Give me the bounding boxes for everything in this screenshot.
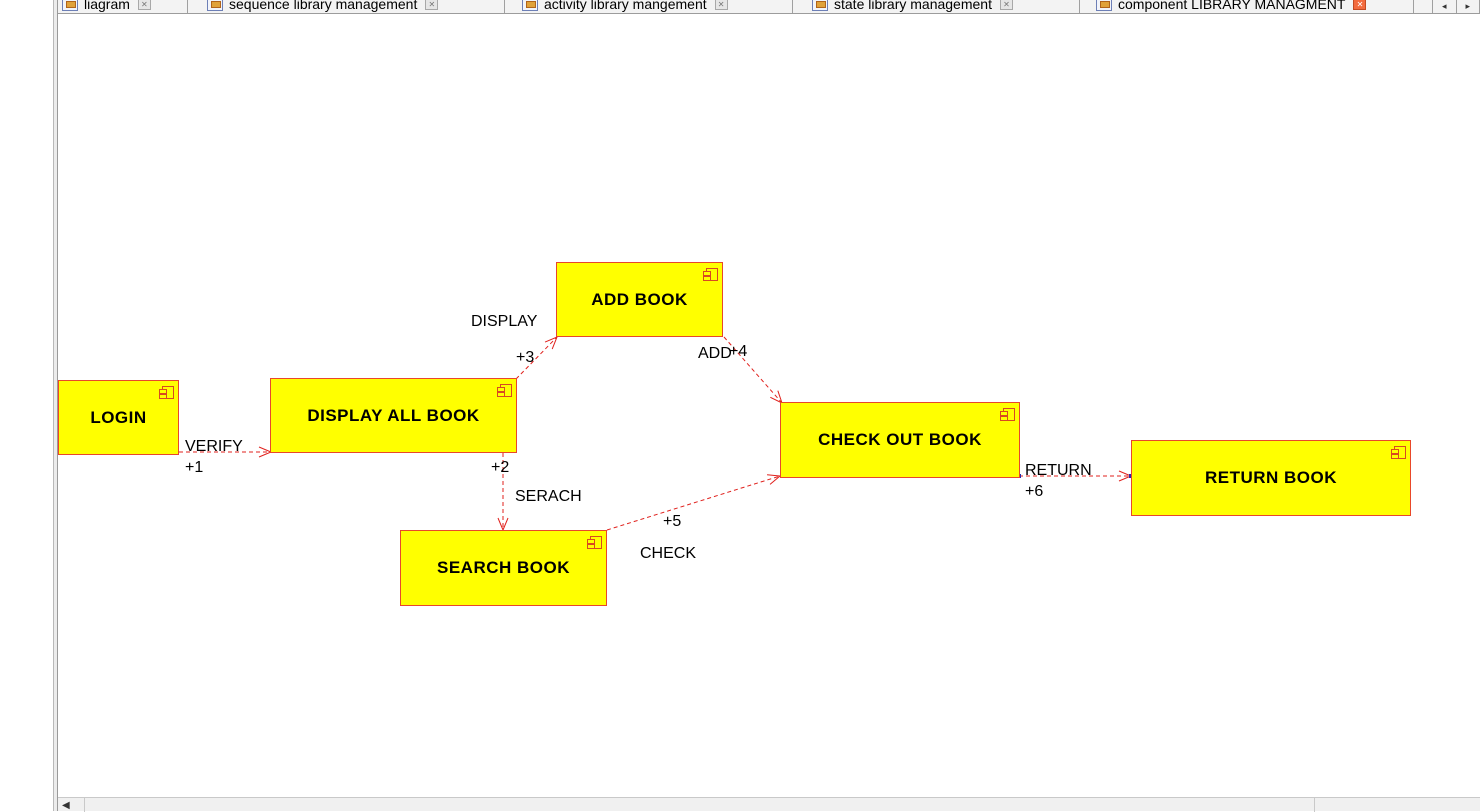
component-diagram-icon [1096,0,1112,11]
diagram-icon [62,0,78,11]
connector-name-serach: SERACH [515,488,582,506]
tab-label: sequence library management [229,0,417,12]
tab-diagram[interactable]: liagram ✕ [58,0,188,14]
tab-label: component LIBRARY MANAGMENT [1118,0,1345,12]
tab-navigation: ◂ ▸ [1432,0,1480,14]
tab-activity-library-mangement[interactable]: activity library mangement ✕ [518,0,793,14]
tab-label: activity library mangement [544,0,707,12]
component-label: ADD BOOK [591,290,688,310]
component-label: LOGIN [90,408,146,428]
component-search-book[interactable]: SEARCH BOOK [400,530,607,606]
connector-number-add: +4 [729,343,747,361]
component-return-book[interactable]: RETURN BOOK [1131,440,1411,516]
close-icon[interactable]: ✕ [1000,0,1013,10]
connector-number-display: +3 [516,349,534,367]
component-icon [1394,446,1406,459]
connector-number-check: +5 [663,513,681,531]
tab-scroll-left-icon[interactable]: ◂ [1433,0,1457,14]
tab-scroll-right-icon[interactable]: ▸ [1457,0,1480,14]
left-panel [0,0,54,811]
component-login[interactable]: LOGIN [58,380,179,455]
diagram-canvas[interactable]: LOGIN DISPLAY ALL BOOK ADD BOOK SEARCH B… [58,14,1480,797]
component-label: CHECK OUT BOOK [818,430,982,450]
horizontal-scrollbar[interactable]: ◀ [58,797,1480,811]
component-icon [706,268,718,281]
component-display-all-book[interactable]: DISPLAY ALL BOOK [270,378,517,453]
connector-number-serach: +2 [491,459,509,477]
close-icon[interactable]: ✕ [138,0,151,10]
connector-name-check: CHECK [640,545,696,563]
editor-tab-bar: liagram ✕ sequence library management ✕ … [58,0,1480,14]
activity-diagram-icon [522,0,538,11]
tab-label: liagram [84,0,130,12]
connector-name-add: ADD [698,345,732,363]
component-check-out-book[interactable]: CHECK OUT BOOK [780,402,1020,478]
connector-number-return: +6 [1025,483,1043,501]
tab-component-library-managment[interactable]: component LIBRARY MANAGMENT ✕ [1092,0,1414,14]
tab-label: state library management [834,0,992,12]
close-icon[interactable]: ✕ [425,0,438,10]
component-label: DISPLAY ALL BOOK [307,406,479,426]
component-icon [500,384,512,397]
close-icon[interactable]: ✕ [715,0,728,10]
scroll-left-icon[interactable]: ◀ [62,800,82,812]
connector-number-verify: +1 [185,459,203,477]
component-add-book[interactable]: ADD BOOK [556,262,723,337]
component-label: SEARCH BOOK [437,558,570,578]
connector-check[interactable] [607,476,780,530]
close-icon[interactable]: ✕ [1353,0,1366,10]
component-label: RETURN BOOK [1205,468,1337,488]
scrollbar-thumb-edge[interactable] [1314,798,1315,812]
tab-sequence-library-management[interactable]: sequence library management ✕ [203,0,505,14]
connector-name-return: RETURN [1025,462,1092,480]
tab-state-library-management[interactable]: state library management ✕ [808,0,1080,14]
component-icon [1003,408,1015,421]
sequence-diagram-icon [207,0,223,11]
connector-name-display: DISPLAY [471,313,537,331]
scrollbar-divider [84,798,85,812]
connector-name-verify: VERIFY [185,438,243,456]
component-icon [590,536,602,549]
state-diagram-icon [812,0,828,11]
component-icon [162,386,174,399]
